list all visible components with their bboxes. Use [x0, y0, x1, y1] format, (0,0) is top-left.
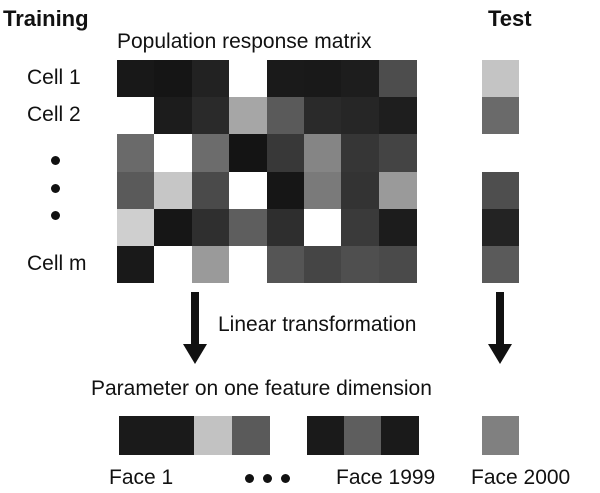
parameter-bar-training: [119, 416, 270, 455]
matrix-cell: [229, 208, 267, 247]
parameter-cell: [231, 416, 270, 455]
matrix-cell: [378, 171, 417, 210]
matrix-cell: [229, 134, 267, 172]
horizontal-ellipsis-dot: [263, 474, 272, 483]
matrix-cell: [117, 171, 155, 210]
matrix-cell: [154, 208, 193, 247]
parameter-cell: [119, 416, 157, 455]
matrix-cell: [191, 134, 230, 172]
parameter-cell: [156, 416, 195, 455]
matrix-cell: [266, 97, 305, 135]
matrix-cell: [341, 97, 380, 135]
matrix-cell: [341, 60, 380, 98]
matrix-cell: [378, 134, 417, 172]
matrix-cell: [229, 245, 267, 284]
matrix-cell: [303, 97, 342, 135]
matrix-cell: [303, 171, 342, 210]
matrix-cell: [266, 245, 305, 284]
matrix-cell: [378, 208, 417, 247]
test-cell: [482, 134, 519, 172]
down-arrow-test: [488, 292, 512, 364]
matrix-cell: [341, 134, 380, 172]
matrix-cell: [191, 171, 230, 210]
matrix-cell: [191, 97, 230, 135]
parameter-title: Parameter on one feature dimension: [91, 377, 432, 400]
population-response-matrix: [117, 60, 417, 284]
parameter-bar-training-tail: [307, 416, 419, 455]
matrix-cell: [266, 171, 305, 210]
matrix-cell: [229, 97, 267, 135]
vertical-ellipsis-dot: [51, 184, 60, 193]
test-response-column: [482, 60, 519, 284]
face-1-label: Face 1: [109, 466, 174, 489]
matrix-cell: [117, 134, 155, 172]
matrix-cell: [303, 60, 342, 98]
matrix-cell: [191, 208, 230, 247]
matrix-cell: [117, 245, 155, 284]
matrix-cell: [303, 134, 342, 172]
vertical-ellipsis-dot: [51, 211, 60, 220]
matrix-cell: [303, 245, 342, 284]
matrix-cell: [266, 208, 305, 247]
matrix-cell: [154, 245, 193, 284]
matrix-cell: [117, 208, 155, 247]
test-cell: [482, 60, 519, 98]
matrix-cell: [266, 60, 305, 98]
vertical-ellipsis-dot: [51, 156, 60, 165]
down-arrow-training: [183, 292, 207, 364]
matrix-cell: [341, 171, 380, 210]
matrix-cell: [341, 208, 380, 247]
matrix-cell: [341, 245, 380, 284]
matrix-cell: [191, 60, 230, 98]
matrix-cell: [378, 245, 417, 284]
matrix-cell: [117, 60, 155, 98]
face-1999-label: Face 1999: [336, 466, 436, 489]
test-cell: [482, 245, 519, 284]
test-heading: Test: [488, 6, 532, 31]
face-2000-label: Face 2000: [471, 466, 571, 489]
matrix-cell: [154, 134, 193, 172]
test-cell: [482, 97, 519, 135]
training-heading: Training: [3, 6, 89, 31]
matrix-cell: [154, 60, 193, 98]
parameter-cell: [307, 416, 345, 455]
horizontal-ellipsis-dot: [245, 474, 254, 483]
test-cell: [482, 171, 519, 210]
matrix-cell: [266, 134, 305, 172]
matrix-cell: [378, 60, 417, 98]
matrix-cell: [303, 208, 342, 247]
matrix-cell: [229, 171, 267, 210]
parameter-cell: [344, 416, 382, 455]
matrix-cell: [154, 97, 193, 135]
row-label-cell-1: Cell 1: [27, 66, 81, 89]
row-label-cell-m: Cell m: [27, 252, 87, 275]
matrix-title: Population response matrix: [117, 30, 372, 53]
horizontal-ellipsis-dot: [281, 474, 290, 483]
parameter-test-value: [482, 416, 519, 455]
parameter-cell: [194, 416, 232, 455]
matrix-cell: [229, 60, 267, 98]
test-cell: [482, 208, 519, 247]
matrix-cell: [191, 245, 230, 284]
linear-transformation-label: Linear transformation: [218, 313, 417, 336]
row-label-cell-2: Cell 2: [27, 103, 81, 126]
matrix-cell: [154, 171, 193, 210]
matrix-cell: [378, 97, 417, 135]
parameter-cell: [381, 416, 419, 455]
matrix-cell: [117, 97, 155, 135]
